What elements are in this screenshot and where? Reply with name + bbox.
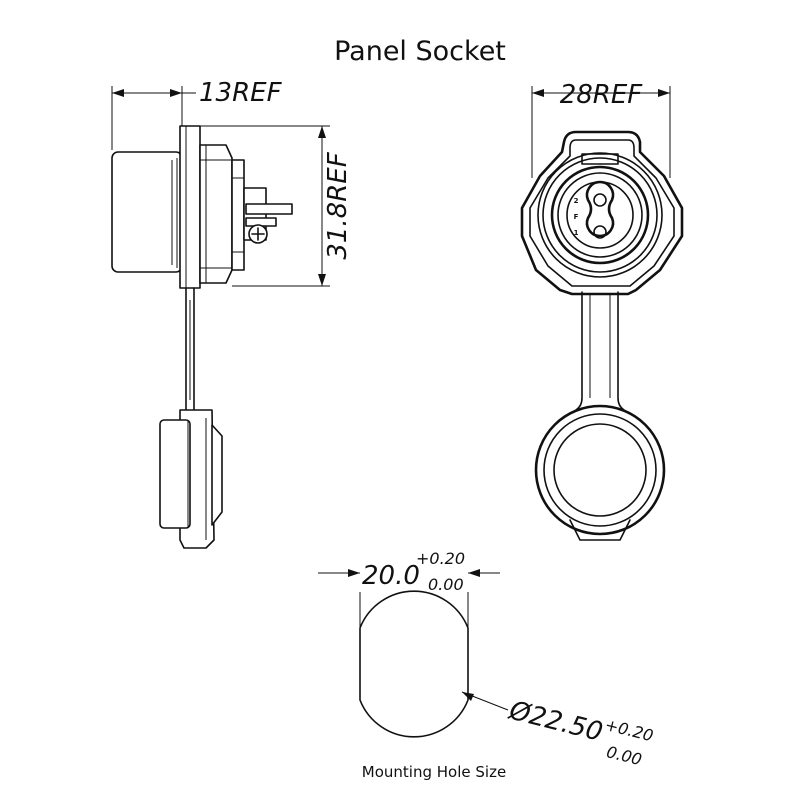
front-ring-outer — [537, 152, 663, 278]
dim-hole-flat: 20.0 — [362, 561, 420, 591]
pin-label-f: F — [574, 213, 579, 221]
pin-2 — [593, 193, 607, 207]
pin-label-2: 2 — [574, 197, 579, 205]
dim-side-height: 31.8REF — [323, 151, 353, 259]
dim-front-width: 28REF — [560, 80, 644, 110]
mounting-hole-outline — [359, 590, 469, 738]
pin-1 — [593, 225, 607, 239]
dim-side-width: 13REF — [199, 78, 283, 108]
dim-hole-diameter: Ø22.50 — [505, 695, 605, 747]
side-hex-nut — [231, 159, 245, 271]
dim-hole-flat-tol-upper: +0.20 — [416, 549, 465, 568]
front-pin-insert — [585, 180, 615, 238]
side-lock-ring — [199, 144, 233, 284]
dim-hole-flat-tol-lower: 0.00 — [428, 575, 464, 594]
front-view: 2 F 1 28REF — [520, 80, 684, 541]
side-panel-flange — [179, 125, 201, 289]
front-dust-cap — [534, 404, 666, 536]
mounting-hole-caption: Mounting Hole Size — [362, 763, 506, 781]
front-cap-tab — [569, 519, 631, 541]
front-outer-body — [520, 130, 684, 296]
dim-hole-diameter-tol-lower: 0.00 — [605, 742, 644, 769]
pin-label-1: 1 — [574, 229, 579, 237]
drawing-title: Panel Socket — [334, 36, 506, 67]
mounting-hole: 20.0 +0.20 0.00 Ø22.50 +0.20 0.00 — [318, 549, 655, 769]
front-tether — [575, 291, 583, 411]
front-latch — [581, 153, 619, 165]
side-view: 13REF 31.8REF — [111, 78, 353, 549]
dim-hole-diameter-tol-upper: +0.20 — [603, 715, 655, 745]
side-terminal — [245, 203, 293, 215]
